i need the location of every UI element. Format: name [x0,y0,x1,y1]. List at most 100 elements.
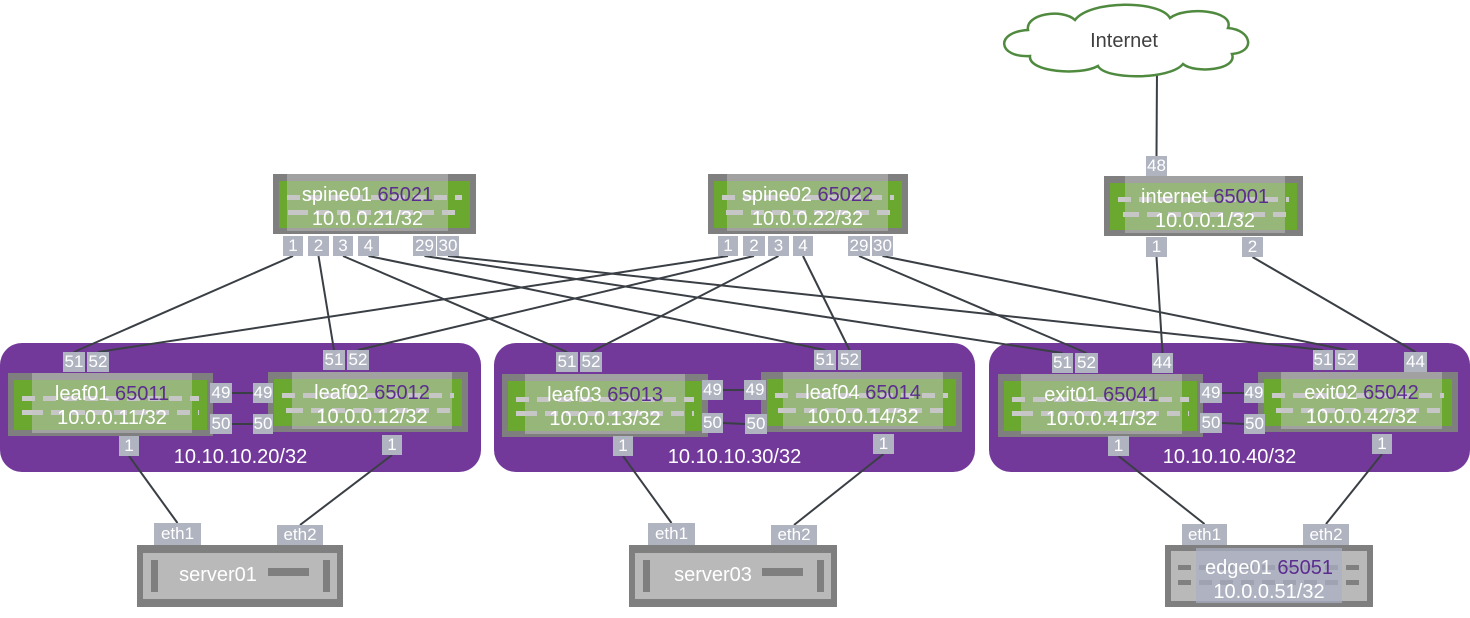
loopback-ip: 10.0.0.22/32 [751,208,864,230]
link-line [1221,422,1245,425]
device-label: spine01 65021 10.0.0.21/32 [267,183,468,231]
hostname-line: edge01 65051 [1176,556,1362,580]
link-line [424,255,1063,354]
port-label: 50 [1200,413,1222,433]
link-line [73,255,294,353]
drive-bay-icon [762,568,803,576]
hostname: server03 [674,564,752,586]
port-label: 29 [848,236,870,256]
label-panel: leaf04 65014 10.0.0.14/32 [783,372,943,429]
port-label: 51 [556,352,578,372]
port-label: 49 [1200,383,1222,403]
port-label: 3 [333,236,353,256]
port-label: 51 [63,352,85,372]
port-label: 2 [743,236,765,256]
port-label: 50 [702,413,723,433]
link-line [368,255,826,351]
port-label: 51 [1313,350,1333,370]
asn: 65042 [1363,382,1419,404]
hostname: spine02 [741,184,812,206]
link-line [1325,453,1383,525]
link-line [342,255,568,353]
drive-slot-icon [817,560,824,592]
drive-bay-icon [268,568,309,576]
asn: 65041 [1103,384,1159,406]
group-anycast-ip: 10.10.10.20/32 [173,446,308,468]
server-faceplate [635,553,831,599]
label-panel: leaf01 65011 10.0.0.11/32 [32,373,192,433]
link-line [97,255,729,353]
hostname: exit01 [1044,384,1098,406]
drive-slot-icon [323,560,330,592]
asn: 65001 [1213,186,1269,208]
link-line [299,454,393,526]
label-panel: exit02 65042 10.0.0.42/32 [1281,372,1442,429]
port-label: 4 [793,236,813,256]
server-faceplate [143,553,337,599]
link-line [128,455,179,524]
port-label: 52 [87,352,109,372]
port-label: eth2 [277,525,323,545]
link-line [1117,455,1206,525]
device-exit01: exit01 65041 10.0.0.41/32 [998,374,1203,437]
port-label: 44 [1152,353,1173,373]
device-label: exit02 65042 10.0.0.42/32 [1261,381,1462,429]
internet-cloud: Internet [1003,3,1250,78]
port-label: 4 [358,236,379,256]
loopback-ip: 10.0.0.41/32 [1045,408,1158,430]
port-label: eth1 [1182,524,1227,545]
port-label: eth1 [648,523,695,545]
cloud-label: Internet [1090,30,1158,52]
hostname: edge01 [1205,557,1272,579]
asn: 65051 [1277,557,1333,579]
asn: 65013 [607,384,663,406]
label-panel: spine02 65022 10.0.0.22/32 [727,174,888,231]
link-line [447,255,1324,351]
port-label: 30 [437,236,459,256]
label-panel: leaf02 65012 10.0.0.12/32 [292,372,452,429]
asn: 65012 [374,382,430,404]
hostname-line: exit01 65041 [1001,383,1202,407]
asn: 65021 [377,184,434,206]
label-panel: leaf03 65013 10.0.0.13/32 [525,374,685,434]
hostname-line: spine02 65022 [707,183,908,207]
port-label: 1 [1146,237,1167,257]
device-leaf01: leaf01 65011 10.0.0.11/32 [8,373,213,436]
port-label: 49 [253,383,273,403]
hostname: server01 [179,564,257,586]
port-label: 52 [347,350,369,370]
link-line [802,255,851,351]
device-spine01: spine01 65021 10.0.0.21/32 [273,174,476,234]
port-label: 1 [1372,434,1392,454]
link-line [317,255,335,351]
hostname-line: spine01 65021 [267,183,468,207]
hostname: spine01 [301,184,372,206]
port-label: 1 [873,434,894,454]
port-label: 1 [283,236,303,256]
port-label: 1 [718,236,738,256]
port-label: eth2 [771,525,817,545]
port-label: 3 [768,236,789,256]
port-label: 50 [253,414,273,434]
hostname: leaf02 [314,382,369,404]
port-label: 50 [210,414,232,434]
device-label: leaf03 65013 10.0.0.13/32 [505,383,705,431]
link-line [622,455,673,524]
port-label: 50 [745,414,767,434]
label-panel: internet 65001 10.0.0.1/32 [1125,176,1285,233]
port-label: eth1 [154,523,201,545]
loopback-ip: 10.0.0.42/32 [1305,406,1418,428]
device-server03: server03 [629,545,837,607]
asn: 65022 [817,184,874,206]
hostname-line: leaf04 65014 [763,381,963,405]
drive-slot-icon [643,560,650,592]
loopback-ip: 10.0.0.13/32 [549,408,661,430]
device-server01: server01 [137,545,343,607]
hostname-line: leaf02 65012 [272,381,472,405]
device-exit02: exit02 65042 10.0.0.42/32 [1258,372,1458,432]
port-label: 1 [382,435,402,455]
port-label: 52 [580,352,602,372]
device-label: internet 65001 10.0.0.1/32 [1105,185,1305,233]
port-label: 30 [872,236,893,256]
